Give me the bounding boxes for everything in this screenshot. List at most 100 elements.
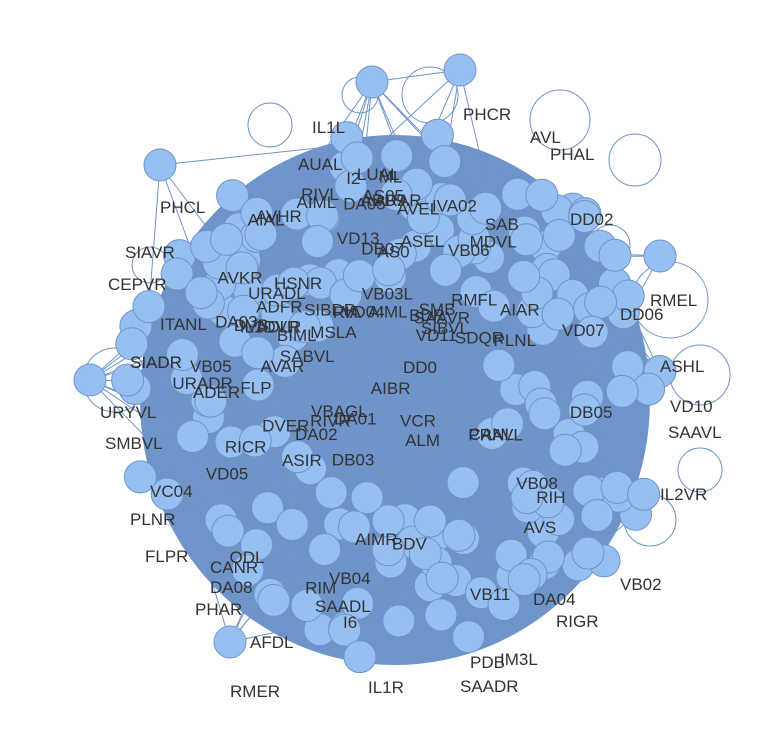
graph-node[interactable] <box>244 217 278 251</box>
graph-node[interactable] <box>371 504 405 538</box>
graph-node[interactable] <box>123 460 157 494</box>
node-label: RMER <box>230 682 280 701</box>
node-label: AIAR <box>500 301 540 320</box>
graph-node[interactable] <box>160 257 194 291</box>
graph-node[interactable] <box>487 588 521 622</box>
graph-node[interactable] <box>184 276 218 310</box>
graph-edge <box>238 228 389 521</box>
graph-node[interactable] <box>568 393 601 427</box>
graph-node[interactable] <box>355 65 389 99</box>
graph-node[interactable] <box>277 266 311 300</box>
graph-node[interactable] <box>424 598 458 632</box>
graph-node[interactable] <box>452 620 485 654</box>
graph-node[interactable] <box>580 499 614 532</box>
graph-node[interactable] <box>241 336 275 370</box>
graph-node[interactable] <box>510 481 544 515</box>
graph-node[interactable] <box>132 290 166 324</box>
graph-node[interactable] <box>115 327 149 361</box>
graph-node[interactable] <box>287 310 321 344</box>
graph-node[interactable] <box>442 518 476 552</box>
node-label: SAADR <box>460 677 519 696</box>
graph-node[interactable] <box>542 218 576 252</box>
graph-node[interactable] <box>413 504 447 538</box>
graph-node[interactable] <box>231 553 265 587</box>
graph-node[interactable] <box>328 613 362 647</box>
graph-node[interactable] <box>238 424 272 458</box>
graph-node[interactable] <box>507 563 541 596</box>
graph-node[interactable] <box>443 53 477 87</box>
graph-node[interactable] <box>372 253 406 287</box>
node-label: DA03 <box>215 313 258 332</box>
graph-node[interactable] <box>143 148 177 182</box>
graph-node[interactable] <box>433 183 467 217</box>
graph-node[interactable] <box>111 363 145 397</box>
graph-node[interactable] <box>150 477 184 511</box>
graph-node[interactable] <box>584 285 618 319</box>
graph-node[interactable] <box>507 259 541 293</box>
node-label: SABVL <box>280 347 335 366</box>
graph-node[interactable] <box>281 440 314 474</box>
graph-node[interactable] <box>425 561 459 595</box>
graph-node[interactable] <box>340 141 374 175</box>
node-label: AFDL <box>250 633 293 652</box>
graph-node[interactable] <box>341 586 375 620</box>
graph-node[interactable] <box>408 537 442 570</box>
graph-node[interactable] <box>643 239 677 273</box>
graph-node[interactable] <box>568 200 602 234</box>
graph-node[interactable] <box>257 583 291 617</box>
graph-node[interactable] <box>491 407 525 441</box>
graph-node[interactable] <box>528 397 562 431</box>
graph-node[interactable] <box>477 289 511 323</box>
graph-node[interactable] <box>210 222 243 256</box>
graph-node[interactable] <box>73 363 107 397</box>
graph-edge <box>422 217 431 522</box>
node-label: DB07 <box>361 240 404 259</box>
graph-node[interactable] <box>176 420 210 453</box>
graph-node[interactable] <box>428 145 462 179</box>
graph-node[interactable] <box>525 178 559 212</box>
graph-node[interactable] <box>469 191 503 225</box>
graph-node[interactable] <box>429 253 462 287</box>
graph-node[interactable] <box>337 510 371 544</box>
node-label: SMBVL <box>105 434 163 453</box>
graph-node[interactable] <box>290 589 324 622</box>
graph-node[interactable] <box>216 179 250 213</box>
graph-edge <box>350 186 460 536</box>
graph-node[interactable] <box>380 139 414 173</box>
graph-node[interactable] <box>575 315 609 349</box>
graph-node[interactable] <box>166 338 199 371</box>
graph-node[interactable] <box>251 491 285 525</box>
graph-node[interactable] <box>598 238 632 272</box>
graph-node[interactable] <box>446 466 480 500</box>
graph-node[interactable] <box>343 640 377 674</box>
graph-node[interactable] <box>350 481 384 515</box>
node-label: VD04 <box>342 302 385 321</box>
node-label: IM3L <box>500 650 538 669</box>
node-label: SIBVL <box>421 319 469 338</box>
graph-node[interactable] <box>382 604 416 638</box>
graph-node[interactable] <box>510 223 543 257</box>
graph-node[interactable] <box>482 348 516 382</box>
graph-edge <box>359 257 489 657</box>
node-label: PHCL <box>160 198 205 217</box>
node-label: SIADR <box>130 353 182 372</box>
graph-node[interactable] <box>379 178 413 212</box>
graph-node[interactable] <box>605 374 639 408</box>
graph-node[interactable] <box>194 384 228 418</box>
graph-node[interactable] <box>213 625 247 659</box>
graph-node[interactable] <box>548 433 582 467</box>
graph-node[interactable] <box>627 477 661 511</box>
graph-node[interactable] <box>225 251 259 285</box>
graph-node[interactable] <box>275 508 309 541</box>
graph-edge <box>366 331 593 499</box>
node-label: BDR <box>409 306 445 325</box>
node-label: AVAR <box>261 357 305 376</box>
graph-node[interactable] <box>571 536 605 570</box>
graph-edge <box>339 137 348 525</box>
graph-node[interactable] <box>300 225 334 258</box>
node-label: I6 <box>343 613 357 632</box>
graph-node[interactable] <box>227 294 260 328</box>
graph-node[interactable] <box>308 533 342 567</box>
graph-node[interactable] <box>314 476 348 510</box>
graph-node[interactable] <box>211 514 245 548</box>
